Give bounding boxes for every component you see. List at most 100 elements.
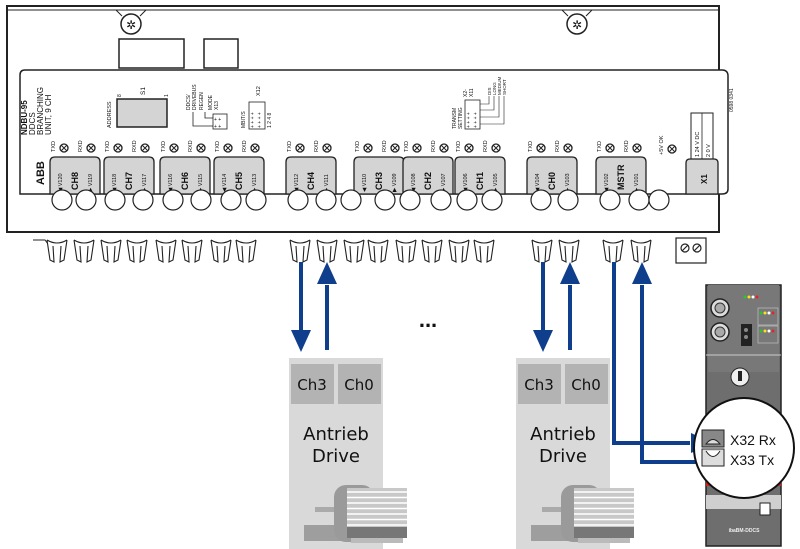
motor-icon — [304, 485, 407, 543]
arrow-up-icon — [317, 262, 337, 284]
optical-port[interactable] — [162, 189, 184, 211]
drive-port-ch0[interactable] — [565, 364, 608, 404]
rxd-label: RXD — [242, 140, 248, 152]
channel-name: CH8 — [70, 172, 80, 190]
transm-setting-jumper[interactable]: TRANSM SETTING X2- X11 + + + + + + + + D… — [452, 77, 507, 130]
txd-label: TXD — [355, 141, 361, 152]
svg-text:+5V OK: +5V OK — [659, 135, 665, 155]
svg-text:1 24 V DC: 1 24 V DC — [695, 132, 701, 157]
optical-port[interactable] — [51, 189, 73, 211]
cable-clip — [73, 239, 95, 263]
mbits-jumper-x12[interactable]: MBIT/S X12 1 2 4 8 + + + + + + + + — [241, 86, 273, 130]
rxd-label: RXD — [555, 140, 561, 152]
optical-port[interactable] — [104, 189, 126, 211]
ellipsis-more-drives: ... — [419, 307, 437, 332]
tx-led-id: ◀ V104 — [535, 173, 541, 192]
ndbu-95-unit: ✲ ✲ ABB NDBU-95 DDCS BRANCHING UNIT, 9 C… — [6, 5, 735, 264]
cable-clip — [126, 239, 148, 263]
optical-port[interactable] — [430, 189, 452, 211]
mode-jumper-x13[interactable]: DDCS/ DRIVEBUS REGEN MODE X13 + + + + — [186, 84, 228, 130]
channel-tab — [526, 156, 578, 195]
drive-port-ch3[interactable] — [291, 364, 334, 404]
optical-port[interactable] — [190, 189, 212, 211]
channel-tab — [159, 156, 211, 195]
channel-tab — [402, 156, 454, 195]
fiber-cable — [640, 285, 710, 464]
optical-port[interactable] — [245, 189, 267, 211]
optical-port[interactable] — [315, 189, 337, 211]
svg-text:X11: X11 — [469, 88, 475, 97]
svg-text:SETTING: SETTING — [458, 107, 464, 129]
optical-port[interactable] — [374, 189, 396, 211]
screw-icon: ✲ — [126, 18, 136, 32]
mount-screw-left: ✲ — [115, 9, 147, 35]
tx-led-id: ◀ V106 — [463, 173, 469, 192]
tx-led-id: ◀ V112 — [294, 174, 300, 192]
optical-port[interactable] — [340, 189, 362, 211]
svg-text:+ + + +: + + + + — [257, 112, 263, 128]
txd-label: TXD — [287, 141, 293, 152]
rxd-label: RXD — [624, 140, 630, 152]
optical-port[interactable] — [481, 189, 503, 211]
txd-label: TXD — [105, 141, 111, 152]
txd-label: TXD — [51, 141, 57, 152]
channel-tab — [103, 156, 155, 195]
unit-line4: UNIT, 9 CH — [44, 94, 53, 135]
channel-name: CH3 — [374, 172, 384, 190]
rxd-label: RXD — [188, 140, 194, 152]
optical-port[interactable] — [132, 189, 154, 211]
optical-port[interactable] — [628, 189, 650, 211]
optical-port[interactable] — [456, 189, 478, 211]
power-connector-x1: 1 24 V DC 2 0 V X1 — [685, 112, 719, 195]
drive-port-ch0[interactable] — [338, 364, 381, 404]
cable-clip — [210, 239, 232, 263]
channel-name: CH1 — [475, 172, 485, 190]
rxd-label: RXD — [132, 140, 138, 152]
channel-name: MSTR — [616, 164, 626, 190]
rxd-label: RXD — [431, 140, 437, 152]
channel-name: CH5 — [234, 172, 244, 190]
address-label: ADDRESS — [107, 101, 113, 128]
optical-port[interactable] — [75, 189, 97, 211]
rx-led-id: ▶ V115 — [198, 174, 204, 192]
cable-clip — [235, 239, 257, 263]
optical-port[interactable] — [557, 189, 579, 211]
cable-clip — [558, 239, 580, 263]
tx-led-id: ◀ V118 — [112, 174, 118, 192]
txd-label: TXD — [597, 141, 603, 152]
channel-name: CH4 — [306, 172, 316, 190]
optical-port[interactable] — [530, 189, 552, 211]
terminal-block — [675, 237, 707, 264]
tx-led-id: ◀ V102 — [604, 173, 610, 192]
address-switch-s1[interactable]: ADDRESS S1 8 1 — [107, 87, 170, 128]
channel-name: CH0 — [547, 172, 557, 190]
svg-text:+ + + +: + + + + — [473, 112, 479, 128]
channel-name: CH6 — [180, 172, 190, 190]
arrow-up-icon — [632, 262, 652, 284]
motor-icon — [531, 485, 634, 543]
svg-text:DRIVEBUS: DRIVEBUS — [192, 84, 198, 110]
optical-port[interactable] — [648, 189, 670, 211]
optical-port[interactable] — [220, 189, 242, 211]
svg-text:1: 1 — [164, 94, 170, 97]
port-x32-rx-label: X32 Rx — [730, 432, 776, 448]
svg-text:+ +: + + — [214, 117, 221, 123]
txd-label: TXD — [528, 141, 534, 152]
rx-led-id: ▶ V113 — [252, 174, 258, 192]
optical-port[interactable] — [287, 189, 309, 211]
txd-label: TXD — [161, 141, 167, 152]
cable-clip — [531, 239, 553, 263]
drive-port-ch0-label: Ch0 — [344, 376, 374, 394]
cable-clip — [448, 239, 470, 263]
drive-port-ch3[interactable] — [518, 364, 561, 404]
optical-port[interactable] — [599, 189, 621, 211]
optical-port[interactable] — [399, 189, 421, 211]
svg-text:+ +: + + — [214, 124, 221, 130]
